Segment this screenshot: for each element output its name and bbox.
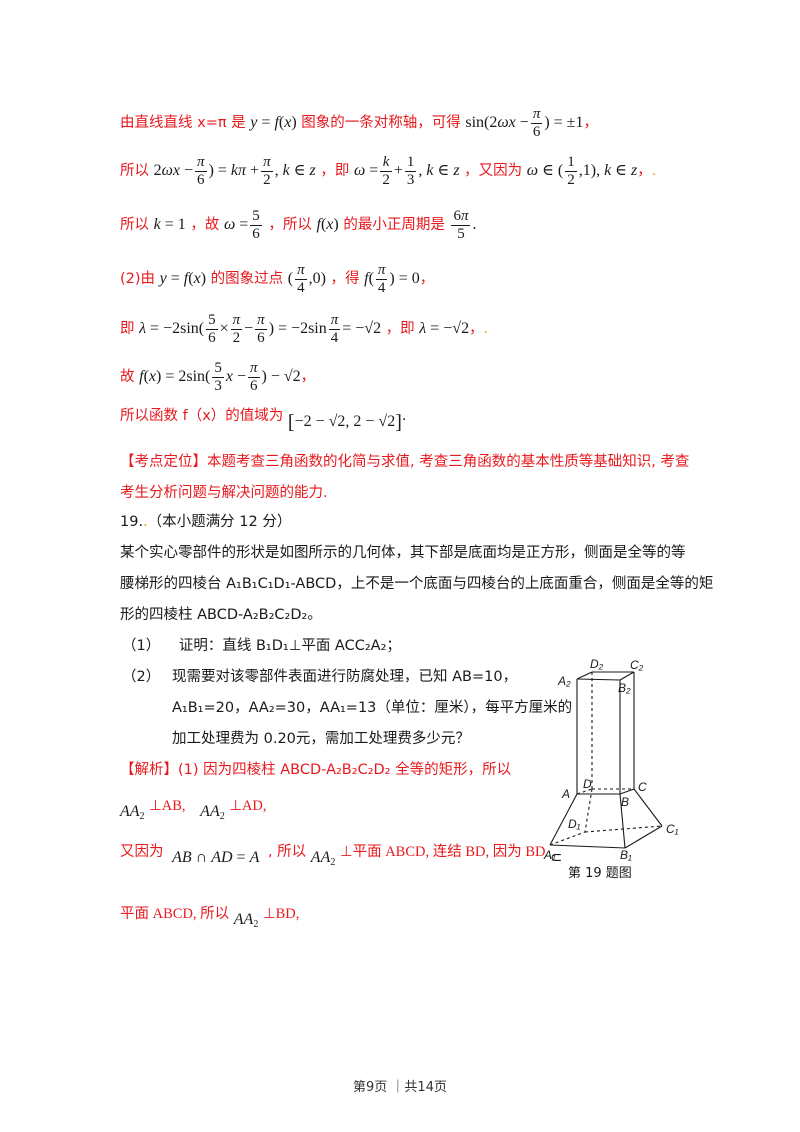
label-d: D	[583, 777, 592, 791]
problem-header: 19..（本小题满分 12 分）	[120, 514, 292, 530]
text-l1b: 图象的一条对称轴，可得	[301, 115, 461, 132]
text-l2c: ，又因为	[464, 163, 523, 180]
label-b2: B₂	[618, 681, 631, 695]
text-l7a: 所以函数 f（x）的值域为	[120, 408, 284, 424]
math-fx: f(x)	[316, 216, 339, 234]
math-aa2-d: AA2	[233, 911, 259, 930]
label-c1: C₁	[666, 822, 679, 836]
subset-symbol: ⊂	[550, 850, 563, 866]
text-line4a: 平面 ABCD, 所以	[120, 906, 230, 922]
q1-line: （1） 证明：直线 B₁D₁⊥平面 ACC₂A₂；	[122, 636, 401, 656]
math-ab-ad: AB ∩ AD = A	[172, 849, 260, 866]
problem-number: 19.	[120, 514, 144, 530]
q1-number: （1）	[122, 638, 161, 654]
text-line4b: ⊥BD,	[262, 906, 300, 922]
text-l3a: 所以	[120, 217, 149, 234]
page-footer: 第9页 ｜共14页	[353, 1080, 447, 1095]
label-d2: D₂	[590, 657, 604, 671]
math-lambda-val: λ = −√2	[419, 320, 470, 338]
math-y-fx: y = f(x)	[250, 114, 297, 132]
solution-line-1: 由直线直线 x=π 是 y = f(x) 图象的一条对称轴，可得 sin(2ωx…	[120, 106, 598, 140]
label-c: C	[638, 780, 647, 794]
text-l3d: 的最小正周期是	[343, 217, 445, 234]
figure-caption: 第 19 题图	[568, 866, 632, 881]
math-aa2-c: AA2	[310, 849, 336, 868]
stem-text-1: 某个实心零部件的形状是如图所示的几何体，其下部是底面均是正方形，侧面是全等的等	[120, 545, 686, 561]
text-l5b: ，即	[385, 321, 415, 338]
text-line3b: , 所以	[267, 844, 307, 860]
text-l3c: ，所以	[268, 217, 312, 234]
stem-line-2: 腰梯形的四棱台 A₁B₁C₁D₁-ABCD，上不是一个底面与四棱台的上底面重合，…	[120, 574, 713, 594]
text-l4a: (2)由	[120, 271, 156, 288]
label-b: B	[621, 795, 629, 809]
math-aa2-a: AA2	[120, 803, 145, 822]
solution2-line-3: 又因为 AB ∩ AD = A , 所以 AA2 ⊥平面 ABCD, 连结 BD…	[120, 842, 563, 868]
text-l1a: 由直线直线 x=π 是	[120, 115, 246, 132]
math-range: [−2 − √2, 2 − √2]	[287, 411, 402, 434]
text-l3b: ，故	[190, 217, 220, 234]
text-l2b: ，即	[320, 163, 350, 180]
geometry-figure: A₂ D₂ C₂ B₂ D A C B D₁ C₁ A₁ B₁	[543, 657, 679, 862]
text-l4c: ，得	[330, 271, 360, 288]
q2-line-2: A₁B₁=20，AA₂=30，AA₁=13（单位：厘米），每平方厘米的	[172, 700, 573, 716]
q2-line-1: 现需要对该零部件表面进行防腐处理，已知 AB=10，	[172, 669, 518, 685]
text-line3a: 又因为	[120, 844, 164, 860]
stem-text-3: 形的四棱柱 ABCD-A₂B₂C₂D₂。	[120, 607, 322, 623]
analysis-note-line-1: 【考点定位】本题考查三角函数的化简与求值, 考查三角函数的基本性质等基础知识, …	[120, 454, 690, 470]
text-perp-ad: ⊥AD,	[229, 798, 267, 814]
label-a: A	[561, 787, 570, 801]
stem-text-2: 腰梯形的四棱台 A₁B₁C₁D₁-ABCD，上不是一个底面与四棱台的上底面重合，…	[120, 576, 714, 592]
solution2-line-2: AA2 ⊥AB, AA2 ⊥AD,	[120, 796, 267, 822]
analysis-note-line-2: 考生分析问题与解决问题的能力.	[120, 485, 328, 501]
stem-line-3: 形的四棱柱 ABCD-A₂B₂C₂D₂。	[120, 605, 322, 625]
text-l6a: 故	[120, 369, 135, 386]
q2-number: （2）	[122, 669, 161, 685]
text-line3c: ⊥平面 ABCD, 连结 BD, 因为 BD	[339, 844, 546, 860]
q1-text: 证明：直线 B₁D₁⊥平面 ACC₂A₂；	[178, 638, 401, 654]
solution-line-7: 所以函数 f（x）的值域为 [−2 − √2, 2 − √2].	[120, 408, 407, 434]
text-l2a: 所以	[120, 163, 149, 180]
problem-score: （本小题满分 12 分）	[147, 514, 292, 530]
label-b1: B₁	[620, 848, 632, 862]
label-a1: A₁	[543, 848, 556, 862]
math-aa2-b: AA2	[200, 803, 225, 822]
solution2-line-1: 【解析】(1) 因为四棱柱 ABCD-A₂B₂C₂D₂ 全等的矩形，所以	[120, 760, 511, 780]
text-perp-ab: ⊥AB,	[149, 798, 186, 814]
text-l4b: 的图象过点	[210, 271, 284, 288]
label-a2: A₂	[557, 674, 571, 688]
math-k1: k = 1	[153, 216, 186, 234]
math-y-fx-2: y = f(x)	[159, 270, 207, 288]
text-l5a: 即	[120, 321, 135, 338]
q2-line-3: 加工处理费为 0.20元，需加工处理费多少元？	[172, 731, 470, 747]
stem-line-1: 某个实心零部件的形状是如图所示的几何体，其下部是底面均是正方形，侧面是全等的等	[120, 543, 686, 563]
label-c2: C₂	[630, 658, 644, 672]
solution2-line-4: 平面 ABCD, 所以 AA2 ⊥BD,	[120, 904, 300, 930]
solution2-text-1: (1) 因为四棱柱 ABCD-A₂B₂C₂D₂ 全等的矩形，所以	[178, 762, 512, 778]
label-d1: D₁	[568, 817, 581, 831]
solution2-label: 【解析】	[120, 762, 178, 778]
